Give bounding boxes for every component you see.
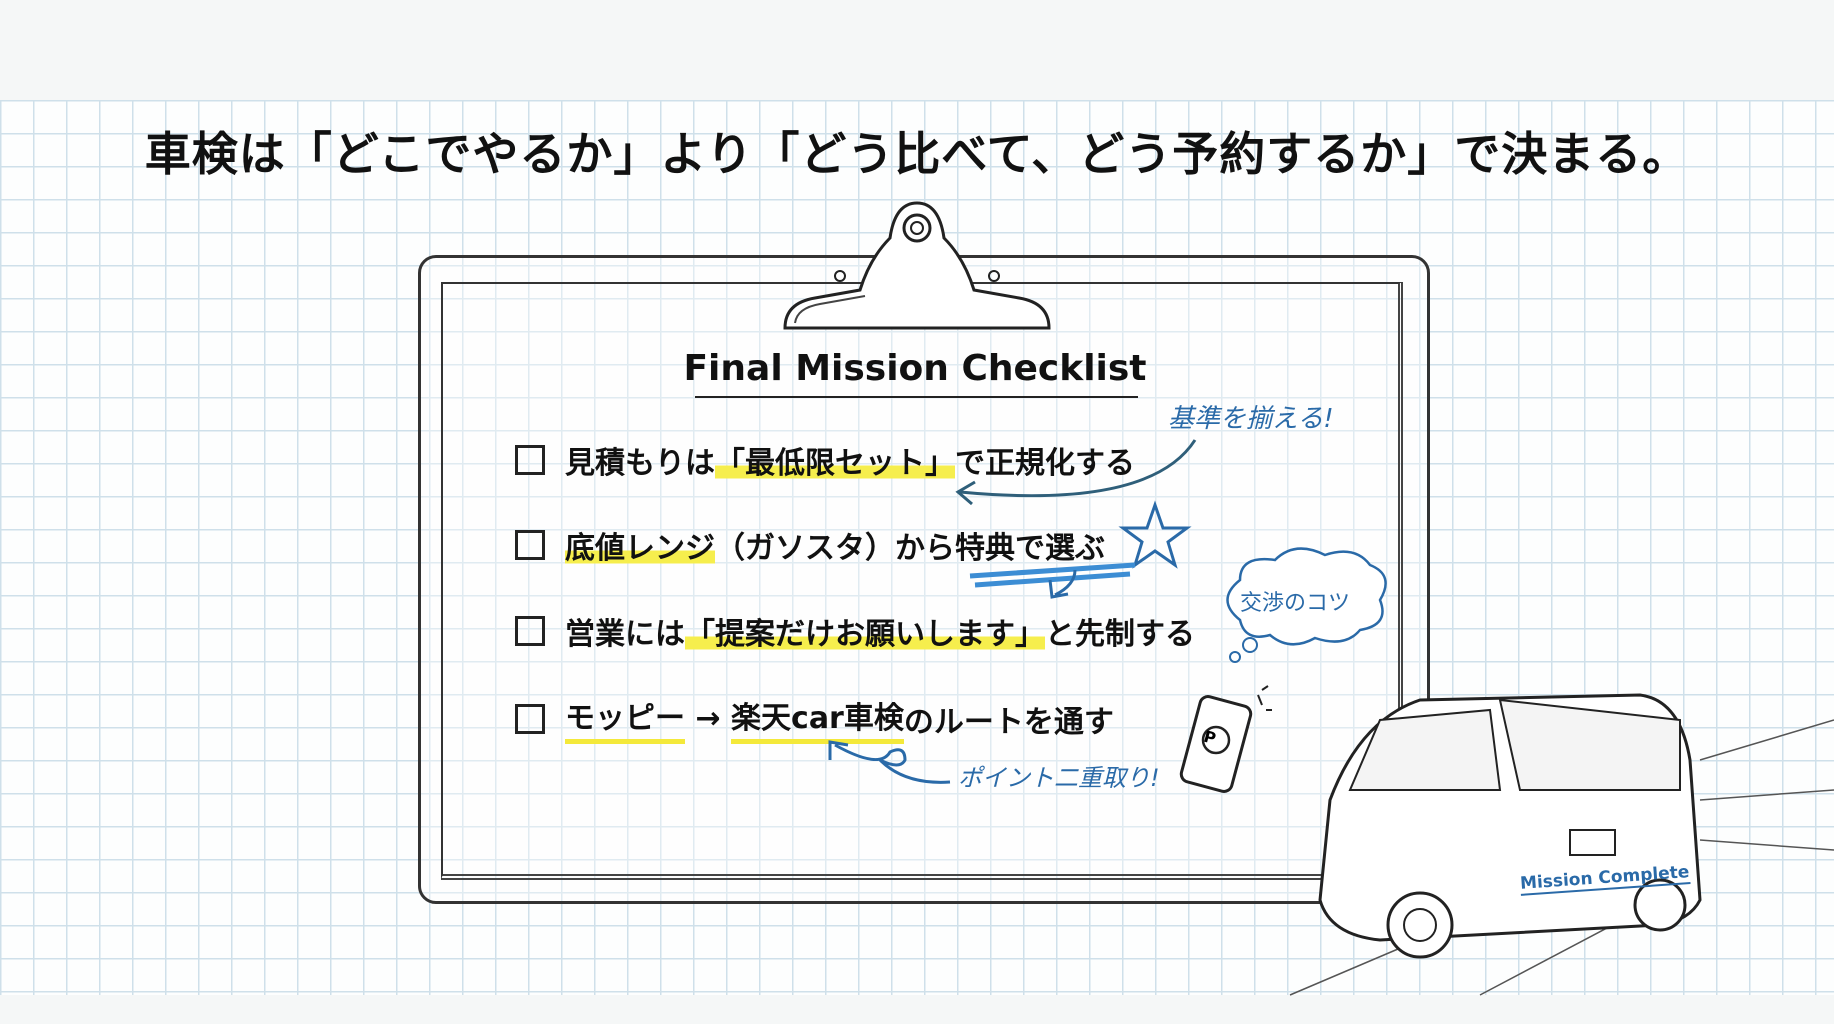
- checkbox[interactable]: [515, 530, 545, 560]
- bottom-band: [0, 995, 1834, 1024]
- item-text: 見積もりは: [565, 446, 715, 481]
- down-arrow: [1048, 569, 1077, 599]
- checklist-item-1[interactable]: 見積もりは 「最低限セット」 で正規化する: [515, 438, 1135, 482]
- heading-underline: [695, 396, 1138, 398]
- checkbox[interactable]: [515, 703, 545, 734]
- item-text: 営業には: [565, 617, 685, 652]
- page-title: 車検は「どこでやるか」より「どう比べて、どう予約するか」で決まる。: [144, 127, 1690, 181]
- item-highlight: 底値レンジ: [565, 523, 715, 567]
- van-illustration: [1289, 693, 1834, 996]
- item-highlight: 「提案だけお願いします」: [685, 609, 1045, 653]
- checklist-item-3[interactable]: 営業には 「提案だけお願いします」 と先制する: [515, 609, 1195, 653]
- star-icon: [1118, 500, 1192, 569]
- item-highlight: 楽天car車検: [731, 693, 904, 744]
- checkbox[interactable]: [515, 616, 545, 646]
- item-text: （ガソスタ）から特典で選ぶ: [715, 531, 1105, 566]
- item-text: で正規化する: [955, 446, 1135, 481]
- clipboard-clip-icon: [783, 201, 1051, 330]
- checklist-heading: Final Mission Checklist: [683, 348, 1147, 389]
- arrow-text: →: [685, 701, 732, 736]
- curved-arrow-standardize: [959, 439, 1197, 498]
- loop-arrow: [828, 740, 951, 784]
- item-text: のルートを通す: [903, 704, 1114, 740]
- item-text: と先制する: [1045, 617, 1195, 652]
- thought-cloud: [1226, 547, 1387, 663]
- note-double-points: ポイント二重取り!: [958, 764, 1160, 792]
- item-highlight: モッピー: [565, 693, 685, 744]
- item-highlight: 「最低限セット」: [715, 438, 955, 482]
- checklist-item-2[interactable]: 底値レンジ （ガソスタ）から特典で選ぶ: [515, 523, 1105, 567]
- note-standardize: 基準を揃える!: [1168, 404, 1334, 434]
- checkbox[interactable]: [515, 445, 545, 475]
- checklist-item-4[interactable]: モッピー → 楽天car車検 のルートを通す: [515, 693, 1114, 744]
- smartphone-icon: [1179, 685, 1272, 793]
- note-negotiation-tip: 交渉のコツ: [1240, 591, 1351, 616]
- double-underline-scribble: [969, 562, 1136, 588]
